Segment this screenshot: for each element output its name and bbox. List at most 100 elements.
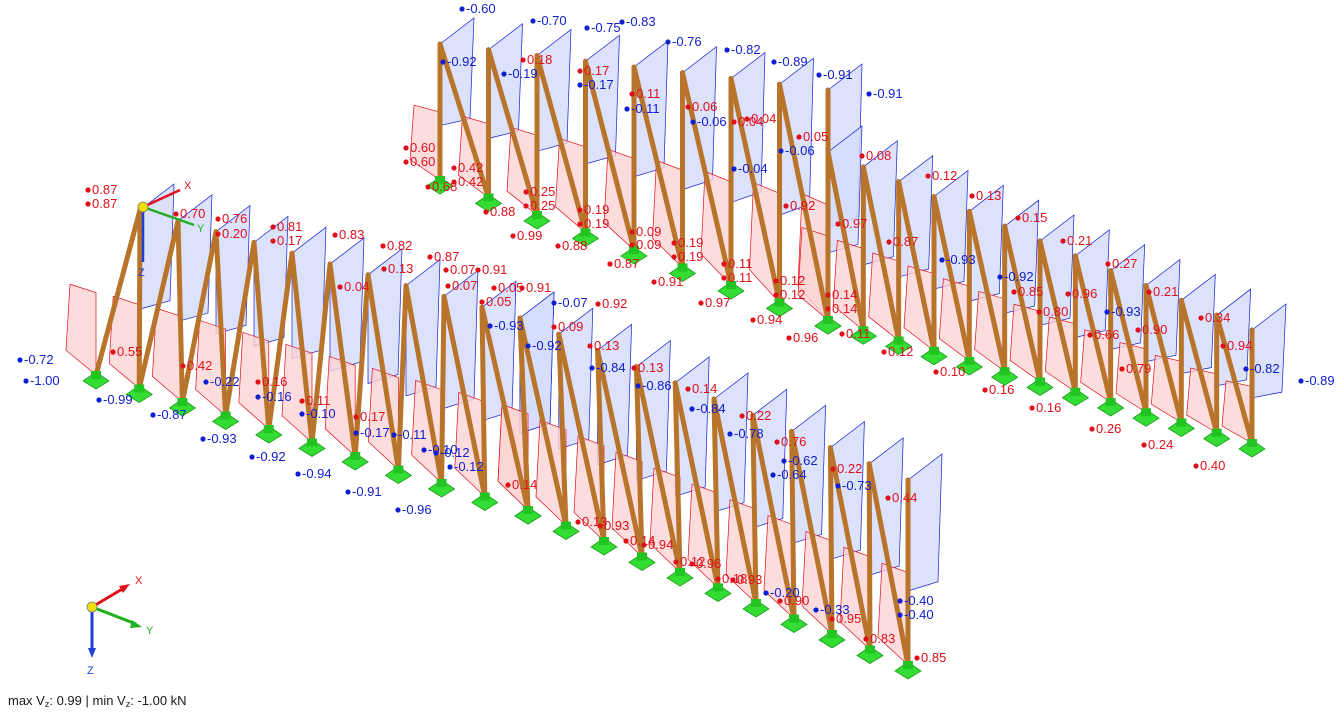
value-marker: [629, 91, 635, 97]
value-marker: [671, 240, 677, 246]
value-marker: [270, 224, 276, 230]
row-a-mid-label: -0.06: [785, 143, 815, 158]
shear-diagram-negative: [439, 17, 475, 127]
value-marker: [345, 489, 351, 495]
diagonal-member: [1002, 223, 1043, 384]
value-marker: [577, 207, 583, 213]
value-marker: [510, 233, 516, 239]
row-a-mid-label: 0.04: [738, 114, 763, 129]
diagonal-member: [595, 347, 645, 559]
value-marker: [597, 523, 603, 529]
row-a-mid-label: -0.92: [447, 54, 477, 69]
value-marker: [816, 72, 822, 78]
row-d-label: -0.93: [494, 318, 524, 333]
value-marker: [595, 301, 601, 307]
value-marker: [671, 254, 677, 260]
support-block: [599, 537, 609, 545]
column-member: [395, 283, 409, 472]
view-orientation-triad: X Y Z: [86, 575, 154, 677]
support-block: [580, 228, 591, 237]
row-d-label: 0.44: [892, 490, 917, 505]
row-c-bottom-label: 0.17: [360, 409, 385, 424]
column-member: [866, 461, 873, 652]
max-prefix: max V: [8, 693, 45, 708]
value-marker: [1146, 289, 1152, 295]
value-marker: [1089, 426, 1095, 432]
value-marker: [885, 495, 891, 501]
row-b-label: -0.93: [1111, 304, 1141, 319]
shear-diagram-negative: [597, 323, 632, 466]
value-marker: [721, 275, 727, 281]
row-c-top-label: 0.91: [482, 262, 507, 277]
column-member: [223, 239, 257, 418]
column-member: [556, 331, 569, 528]
diagonal-member: [175, 218, 185, 405]
value-marker: [859, 153, 865, 159]
row-c-top-label: 0.17: [277, 233, 302, 248]
nodal-supports: [82, 176, 1266, 680]
support-block: [865, 645, 875, 654]
diagonal-member: [896, 179, 937, 354]
row-b-label: 0.34: [1205, 310, 1230, 325]
value-marker: [721, 261, 727, 267]
row-d-label: -0.73: [842, 478, 872, 493]
diagonal-member: [1108, 268, 1149, 415]
row-c-top-label: 0.70: [180, 206, 205, 221]
column-member: [711, 396, 721, 590]
support-block: [436, 479, 447, 487]
value-marker: [825, 306, 831, 312]
value-marker: [629, 229, 635, 235]
column-member: [789, 428, 797, 621]
diagonal-member: [631, 64, 685, 270]
value-marker: [395, 507, 401, 513]
row-d-label: 0.85: [921, 650, 946, 665]
value-marker: [215, 216, 221, 222]
row-c-top-label: 0.87: [92, 196, 117, 211]
axis-z-label: Z: [138, 267, 145, 279]
value-marker: [479, 299, 485, 305]
row-b-label: 0.40: [1200, 458, 1225, 473]
value-marker: [487, 323, 493, 329]
row-b-label: -0.89: [1305, 373, 1335, 388]
max-subscript: z: [44, 699, 50, 709]
value-marker: [881, 349, 887, 355]
support-block: [858, 326, 869, 335]
value-marker: [727, 431, 733, 437]
column-member: [309, 261, 333, 445]
row-a-left-label: 0.87: [614, 256, 639, 271]
min-value: : -1.00 kN: [130, 693, 187, 708]
support-block: [220, 411, 231, 420]
column-member: [93, 207, 143, 378]
value-marker: [1105, 261, 1111, 267]
row-d-label: -0.86: [642, 378, 672, 393]
diagonal-member: [486, 47, 540, 218]
value-marker: [744, 116, 750, 122]
value-marker: [665, 39, 671, 45]
row-b-label: 0.08: [866, 148, 891, 163]
row-b-label: -0.82: [1250, 361, 1280, 376]
value-marker: [1011, 289, 1017, 295]
column-member: [136, 218, 181, 391]
row-b-label: 0.16: [989, 382, 1014, 397]
support-block: [929, 346, 939, 355]
value-marker: [587, 343, 593, 349]
value-marker: [1060, 238, 1066, 244]
row-d-label: 0.14: [512, 477, 537, 492]
diagonal-member: [672, 380, 721, 590]
row-c-bottom-label: -0.92: [256, 449, 286, 464]
value-marker: [777, 598, 783, 604]
column-member: [827, 445, 835, 637]
value-marker: [813, 607, 819, 613]
axis-y-label: Y: [197, 223, 205, 235]
support-block: [675, 568, 685, 576]
row-b-label: 0.13: [976, 188, 1001, 203]
value-marker: [584, 25, 590, 31]
value-marker: [353, 430, 359, 436]
value-marker: [739, 413, 745, 419]
row-a-left-label: 0.60: [410, 140, 435, 155]
support-block: [999, 367, 1010, 376]
row-b-label: 0.90: [1142, 322, 1167, 337]
row-a-top-label: -0.60: [466, 1, 496, 16]
value-marker: [715, 576, 721, 582]
